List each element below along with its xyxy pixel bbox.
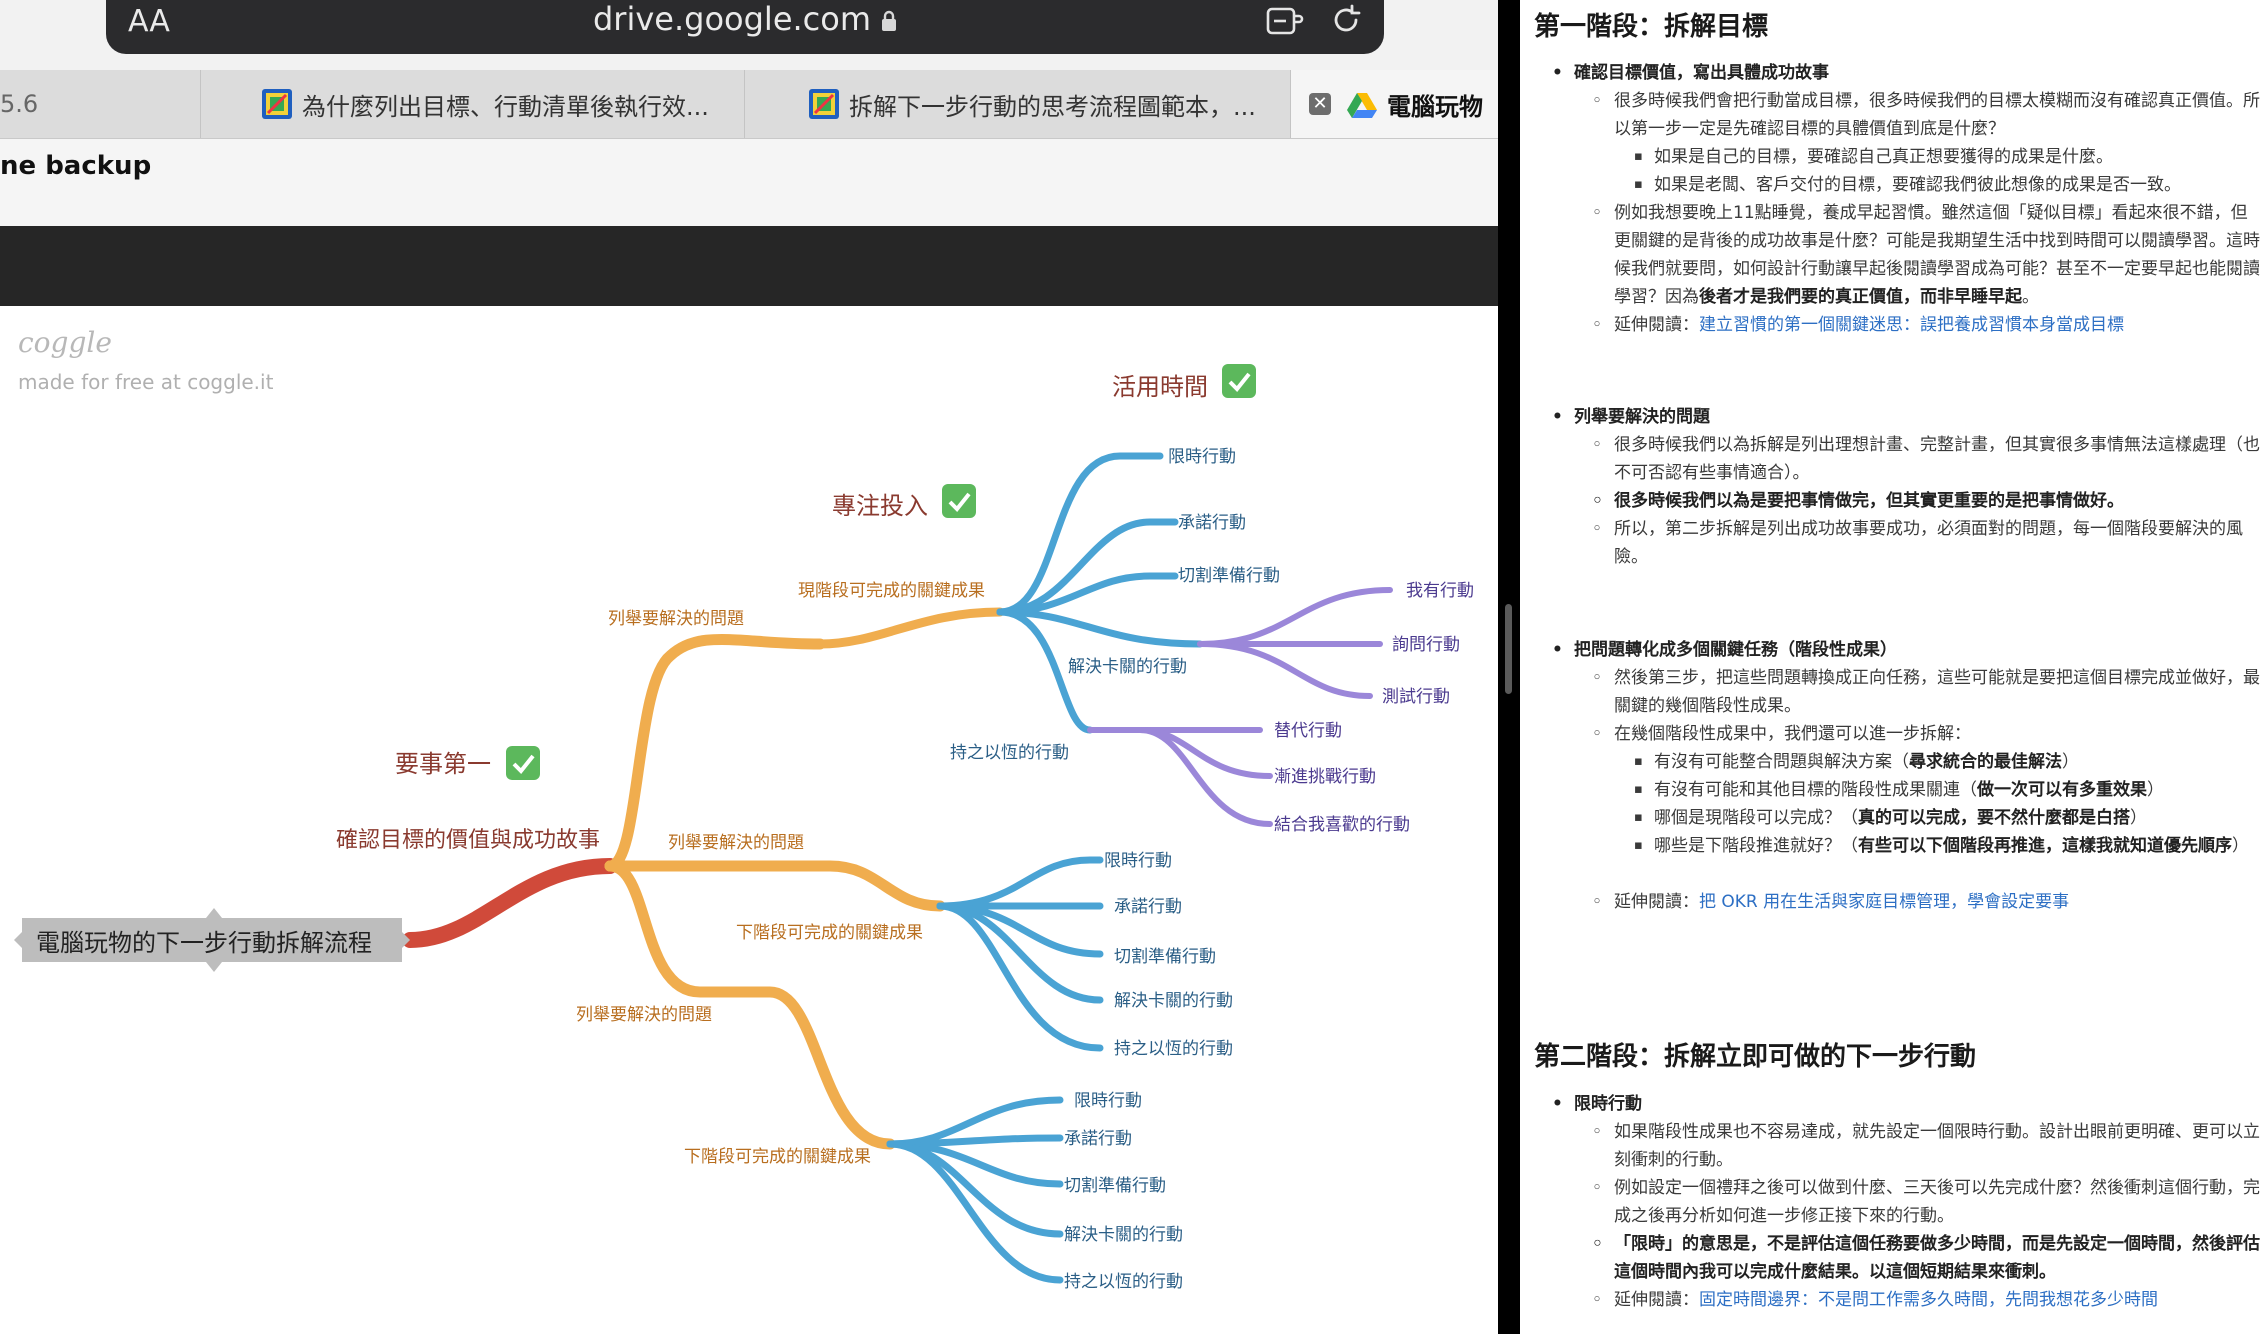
extension-icon[interactable]: [1266, 4, 1306, 42]
sub-sub-bullet: 哪些是下階段推進就好？（有些可以下個階段再推進，這樣我就知道優先順序）: [1634, 832, 2260, 860]
sub-bullet: 很多時候我們會把行動當成目標，很多時候我們的目標太模糊而沒有確認真正價值。所以第…: [1592, 87, 2260, 143]
tab-title: 5.6: [0, 90, 39, 118]
tab-title: 為什麼列出目標、行動清單後執行效...: [302, 92, 709, 121]
stage-label-confirm: 確認目標的價值與成功故事: [336, 828, 600, 853]
section-title: 第二階段：拆解立即可做的下一步行動: [1534, 1042, 1977, 1072]
site-favicon-icon: [809, 89, 839, 119]
sub-action-label: 詢問行動: [1392, 635, 1460, 655]
bullet-item: 確認目標價值，寫出具體成功故事: [1552, 59, 2254, 87]
action-label: 解決卡關的行動: [1114, 991, 1233, 1011]
sub-bullet: 「限時」的意思是，不是評估這個任務要做多少時間，而是先設定一個時間，然後評估這個…: [1592, 1230, 2260, 1286]
close-tab-button[interactable]: ✕: [1309, 93, 1331, 115]
branch-label: 下階段可完成的關鍵成果: [736, 923, 923, 943]
mindmap: 電腦玩物的下一步行動拆解流程 確認目標的價值與成功故事 要事第一 專注投入 活用…: [14, 364, 1474, 1292]
check-icon: [1222, 364, 1256, 398]
article-pane: 第一階段：拆解目標 確認目標價值，寫出具體成功故事 很多時候我們會把行動當成目標…: [1520, 0, 2266, 1334]
action-label: 解決卡關的行動: [1064, 1225, 1183, 1245]
sub-sub-bullet: 如果是老闆、客戶交付的目標，要確認我們彼此想像的成果是否一致。: [1634, 171, 2260, 199]
tab-3[interactable]: 拆解下一步行動的思考流程圖範本，...: [745, 70, 1291, 138]
google-drive-icon: [1347, 93, 1377, 118]
document-title[interactable]: ne backup: [0, 151, 152, 181]
check-icon: [506, 746, 540, 780]
sub-sub-bullet: 哪個是現階段可以完成？（真的可以完成，要不然什麼都是白搭）: [1634, 804, 2260, 832]
further-reading-link[interactable]: 固定時間邊界：不是問工作需多久時間，先問我想花多少時間: [1699, 1290, 2158, 1310]
stage-label-focus: 專注投入: [832, 492, 928, 520]
address-bar[interactable]: AA drive.google.com: [106, 0, 1384, 54]
sub-bullet: 很多時候我們以為是要把事情做完，但其實更重要的是把事情做好。: [1592, 487, 2260, 515]
reader-text-size-button[interactable]: AA: [128, 4, 170, 39]
sub-bullet: 延伸閱讀：把 OKR 用在生活與家庭目標管理，學會設定要事: [1592, 888, 2260, 916]
sub-bullet: 然後第三步，把這些問題轉換成正向任務，這些可能就是要把這個目標完成並做好，最關鍵…: [1592, 664, 2260, 720]
branch-label: 現階段可完成的關鍵成果: [798, 581, 985, 601]
action-label: 切割準備行動: [1064, 1176, 1166, 1196]
action-label: 解決卡關的行動: [1068, 657, 1187, 677]
viewer-toolbar: [0, 226, 1498, 306]
action-label: 限時行動: [1074, 1091, 1142, 1111]
document-header: ne backup: [0, 139, 1498, 226]
check-icon: [942, 484, 976, 518]
branch-label: 列舉要解決的問題: [668, 833, 804, 853]
action-label: 持之以恆的行動: [1064, 1272, 1183, 1292]
address-bar-area: AA drive.google.com: [0, 0, 1498, 70]
bullet-item: 把問題轉化成多個關鍵任務（階段性成果）: [1552, 636, 2254, 664]
sub-action-label: 測試行動: [1382, 687, 1450, 707]
coggle-watermark: made for free at coggle.it: [18, 370, 274, 394]
lock-icon: [881, 2, 897, 40]
mindmap-canvas[interactable]: coggle made for free at coggle.it: [0, 306, 1498, 1334]
reload-icon[interactable]: [1328, 2, 1364, 42]
action-label: 限時行動: [1104, 851, 1172, 871]
tab-bar: 5.6 為什麼列出目標、行動清單後執行效... 拆解下一步行動的思考流程圖範本，…: [0, 70, 1498, 139]
root-node[interactable]: 電腦玩物的下一步行動拆解流程: [14, 908, 410, 972]
further-reading-link[interactable]: 建立習慣的第一個關鍵迷思：誤把養成習慣本身當成目標: [1699, 315, 2124, 335]
sub-sub-bullet: 如果是自己的目標，要確認自己真正想要獲得的成果是什麼。: [1634, 143, 2260, 171]
split-view-divider[interactable]: [1498, 0, 1520, 1334]
sub-action-label: 漸進挑戰行動: [1274, 767, 1376, 787]
action-label: 承諾行動: [1114, 897, 1182, 917]
sub-bullet: 在幾個階段性成果中，我們還可以進一步拆解：: [1592, 720, 2260, 748]
action-label: 切割準備行動: [1178, 566, 1280, 586]
sub-bullet: 延伸閱讀：固定時間邊界：不是問工作需多久時間，先問我想花多少時間: [1592, 1286, 2260, 1314]
bullet-item: 限時行動: [1552, 1090, 2254, 1118]
sub-bullet: 所以，第二步拆解是列出成功故事要成功，必須面對的問題，每一個階段要解決的風險。: [1592, 515, 2260, 571]
sub-sub-bullet: 有沒有可能和其他目標的階段性成果關連（做一次可以有多重效果）: [1634, 776, 2260, 804]
action-label: 承諾行動: [1064, 1129, 1132, 1149]
url-domain: drive.google.com: [592, 0, 872, 38]
branch-label: 列舉要解決的問題: [608, 609, 744, 629]
action-label: 切割準備行動: [1114, 947, 1216, 967]
stage-label-first: 要事第一: [395, 750, 491, 778]
sub-bullet: 如果階段性成果也不容易達成，就先設定一個限時行動。設計出眼前更明確、更可以立刻衝…: [1592, 1118, 2260, 1174]
sub-bullet: 例如設定一個禮拜之後可以做到什麼、三天後可以先完成什麼？然後衝刺這個行動，完成之…: [1592, 1174, 2260, 1230]
tab-title: 拆解下一步行動的思考流程圖範本，...: [849, 92, 1256, 121]
split-view-handle[interactable]: [1505, 604, 1512, 694]
section-title: 第一階段：拆解目標: [1534, 12, 1769, 42]
sub-action-label: 我有行動: [1406, 581, 1474, 601]
branch-label: 下階段可完成的關鍵成果: [684, 1147, 871, 1167]
action-label: 承諾行動: [1178, 513, 1246, 533]
stage-label-time: 活用時間: [1112, 373, 1208, 401]
bullet-item: 列舉要解決的問題: [1552, 403, 2254, 431]
root-label: 電腦玩物的下一步行動拆解流程: [36, 929, 372, 957]
sub-sub-bullet: 有沒有可能整合問題與解決方案（尋求統合的最佳解法）: [1634, 748, 2260, 776]
site-favicon-icon: [262, 89, 292, 119]
branch-label: 列舉要解決的問題: [576, 1005, 712, 1025]
sub-action-label: 替代行動: [1274, 721, 1342, 741]
sub-bullet: 延伸閱讀：建立習慣的第一個關鍵迷思：誤把養成習慣本身當成目標: [1592, 311, 2260, 339]
tab-title: 電腦玩物: [1387, 92, 1483, 121]
action-label: 限時行動: [1168, 447, 1236, 467]
coggle-logo: coggle: [18, 326, 112, 359]
tab-2[interactable]: 為什麼列出目標、行動清單後執行效...: [200, 70, 745, 138]
action-label: 持之以恆的行動: [950, 743, 1069, 763]
action-label: 持之以恆的行動: [1114, 1039, 1233, 1059]
tab-1[interactable]: 5.6: [0, 70, 201, 138]
tab-active[interactable]: ✕ 電腦玩物: [1291, 70, 1498, 138]
sub-bullet: 例如我想要晚上11點睡覺，養成早起習慣。雖然這個「疑似目標」看起來很不錯，但更關…: [1592, 199, 2260, 311]
sub-action-label: 結合我喜歡的行動: [1274, 815, 1410, 835]
sub-bullet: 很多時候我們以為拆解是列出理想計畫、完整計畫，但其實很多事情無法這樣處理（也不可…: [1592, 431, 2260, 487]
further-reading-link[interactable]: 把 OKR 用在生活與家庭目標管理，學會設定要事: [1699, 892, 2070, 912]
browser-pane: AA drive.google.com 5.6 為什麼列出目標、行動清單後執行效…: [0, 0, 1498, 1334]
